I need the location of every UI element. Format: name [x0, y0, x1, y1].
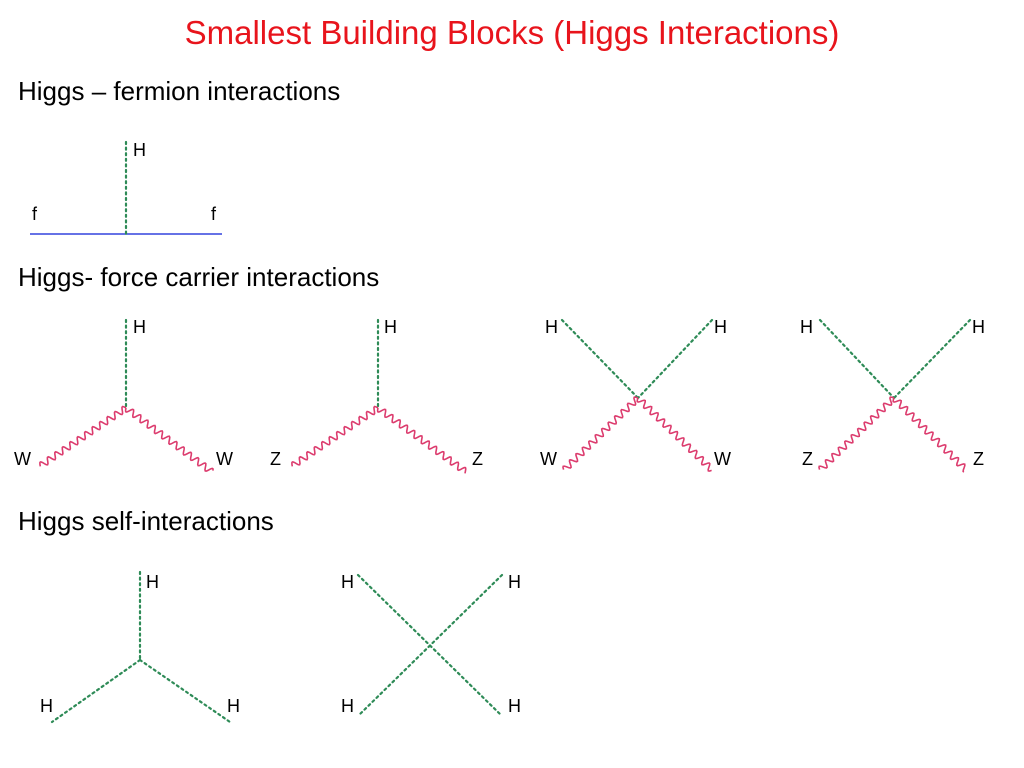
w-boson-label: W — [714, 449, 731, 469]
diagram-higgs-z: H Z Z — [270, 317, 483, 474]
higgs-line — [560, 318, 640, 400]
higgs-label: H — [133, 140, 146, 160]
higgs-label: H — [341, 572, 354, 592]
z-boson-label: Z — [270, 449, 281, 469]
diagram-higgs-w: H W W — [14, 317, 233, 472]
section-heading-force-carrier: Higgs- force carrier interactions — [18, 262, 380, 292]
w-boson-line — [562, 396, 639, 470]
higgs-label: H — [146, 572, 159, 592]
slide-title: Smallest Building Blocks (Higgs Interact… — [184, 14, 840, 51]
higgs-line — [50, 658, 142, 724]
higgs-line — [138, 658, 232, 724]
z-boson-line — [376, 407, 467, 474]
section-heading-self: Higgs self-interactions — [18, 506, 274, 536]
fermion-label: f — [211, 204, 217, 224]
diagram-higgs-triple: H H H — [40, 570, 240, 724]
fermion-label: f — [32, 204, 38, 224]
z-boson-line — [892, 397, 966, 473]
z-boson-line — [818, 396, 895, 470]
diagram-higgs-fermion: H f f — [30, 140, 222, 236]
higgs-line — [356, 573, 504, 718]
higgs-line — [892, 318, 972, 400]
higgs-label: H — [800, 317, 813, 337]
higgs-line — [636, 318, 714, 400]
diagram-higgs-higgs-w-w: H H W W — [540, 317, 731, 472]
z-boson-label: Z — [802, 449, 813, 469]
w-boson-line — [39, 405, 127, 467]
diagram-higgs-quartic: H H H H — [341, 572, 521, 718]
higgs-label: H — [341, 696, 354, 716]
higgs-label: H — [545, 317, 558, 337]
higgs-line — [818, 318, 896, 400]
z-boson-line — [291, 405, 379, 467]
w-boson-label: W — [540, 449, 557, 469]
w-boson-line — [636, 397, 712, 472]
w-boson-line — [124, 407, 214, 472]
higgs-label: H — [508, 696, 521, 716]
higgs-label: H — [227, 696, 240, 716]
higgs-label: H — [714, 317, 727, 337]
higgs-label: H — [972, 317, 985, 337]
higgs-label: H — [508, 572, 521, 592]
z-boson-label: Z — [973, 449, 984, 469]
section-heading-fermion: Higgs – fermion interactions — [18, 76, 341, 106]
z-boson-label: Z — [472, 449, 483, 469]
higgs-label: H — [40, 696, 53, 716]
w-boson-label: W — [14, 449, 31, 469]
higgs-label: H — [133, 317, 146, 337]
higgs-label: H — [384, 317, 397, 337]
diagram-higgs-higgs-z-z: H H Z Z — [800, 317, 985, 473]
w-boson-label: W — [216, 449, 233, 469]
